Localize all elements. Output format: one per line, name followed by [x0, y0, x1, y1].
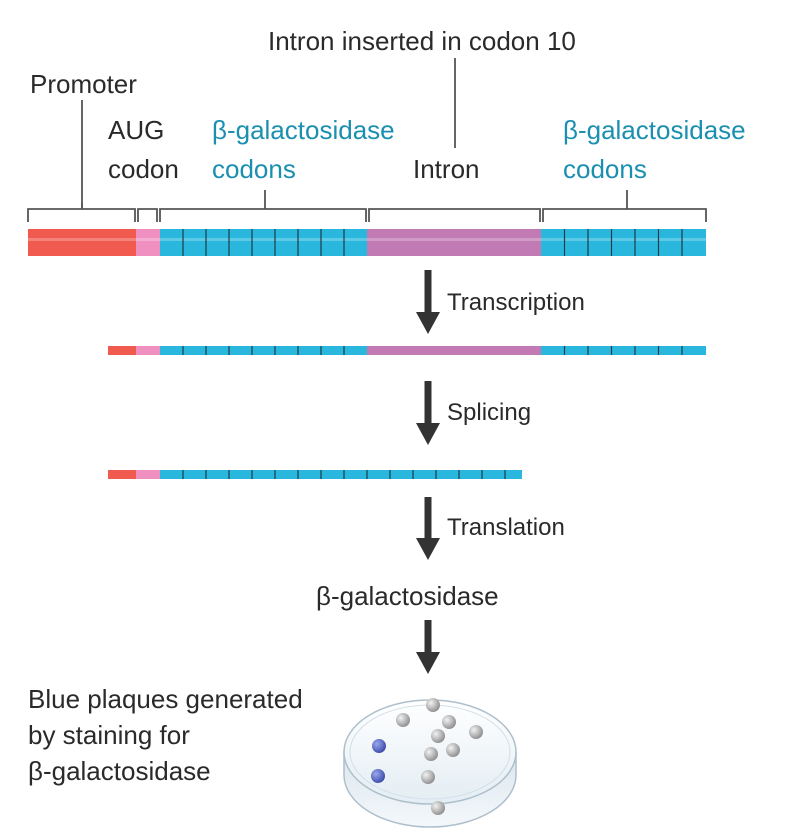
bgal-codons-right-label-line1: β-galactosidase	[563, 115, 746, 145]
bgal-segment-right	[541, 229, 706, 256]
product-label: β-galactosidase	[316, 581, 499, 611]
grey-plaque	[396, 713, 410, 727]
mrna-codons	[160, 470, 522, 479]
petri-dish	[343, 698, 517, 828]
promoter-label: Promoter	[30, 69, 137, 99]
transcription-label: Transcription	[447, 289, 585, 316]
grey-plaque	[424, 747, 438, 761]
bgal-codons-right-label-line2: codons	[563, 154, 647, 184]
grey-plaque	[442, 715, 456, 729]
intron-segment	[367, 229, 541, 256]
result-label-line3: β-galactosidase	[28, 756, 211, 786]
intron-inserted-label: Intron inserted in codon 10	[268, 26, 576, 56]
bgal-codons-left-label-line2: codons	[212, 154, 296, 184]
pre-mrna	[108, 346, 706, 355]
result-arrow	[416, 620, 440, 674]
grey-plaque	[431, 729, 445, 743]
result-label-line2: by staining for	[28, 720, 190, 750]
result-label-line1: Blue plaques generated	[28, 684, 303, 714]
bgal-left-bracket	[159, 190, 367, 222]
intron-label: Intron	[413, 154, 480, 184]
mature-mrna	[108, 470, 522, 479]
intron-bracket	[368, 208, 541, 222]
pre-mrna-codon-ticks	[182, 346, 683, 355]
grey-plaque	[469, 725, 483, 739]
dna-codon-ticks	[182, 229, 683, 256]
aug-bracket	[137, 208, 158, 222]
blue-plaque	[371, 769, 385, 783]
region-brackets	[27, 190, 707, 222]
blue-plaque	[372, 739, 386, 753]
transcription-arrow	[416, 270, 440, 334]
bgal-right-bracket	[542, 190, 707, 222]
splicing-arrow	[416, 381, 440, 445]
pre-mrna-exon-right	[541, 346, 706, 355]
bgal-segment-left	[160, 229, 367, 256]
grey-plaque	[421, 770, 435, 784]
gene-dna	[28, 229, 706, 256]
promoter-segment	[28, 229, 136, 256]
grey-plaque	[426, 698, 440, 712]
aug-label-line1: AUG	[108, 115, 164, 145]
grey-plaque	[431, 801, 445, 815]
translation-arrow	[416, 497, 440, 560]
promoter-bracket	[27, 203, 136, 222]
bgal-codons-left-label-line1: β-galactosidase	[212, 115, 395, 145]
mrna-promoter	[108, 470, 136, 479]
mrna-codon-ticks	[182, 470, 506, 479]
aug-segment	[136, 229, 160, 256]
pre-mrna-exon-left	[160, 346, 367, 355]
grey-plaque	[446, 743, 460, 757]
pre-mrna-promoter	[108, 346, 136, 355]
translation-label: Translation	[447, 514, 565, 541]
mrna-aug	[136, 470, 160, 479]
aug-label-line2: codon	[108, 154, 179, 184]
pre-mrna-intron	[367, 346, 541, 355]
pre-mrna-aug	[136, 346, 160, 355]
splicing-label: Splicing	[447, 399, 531, 426]
